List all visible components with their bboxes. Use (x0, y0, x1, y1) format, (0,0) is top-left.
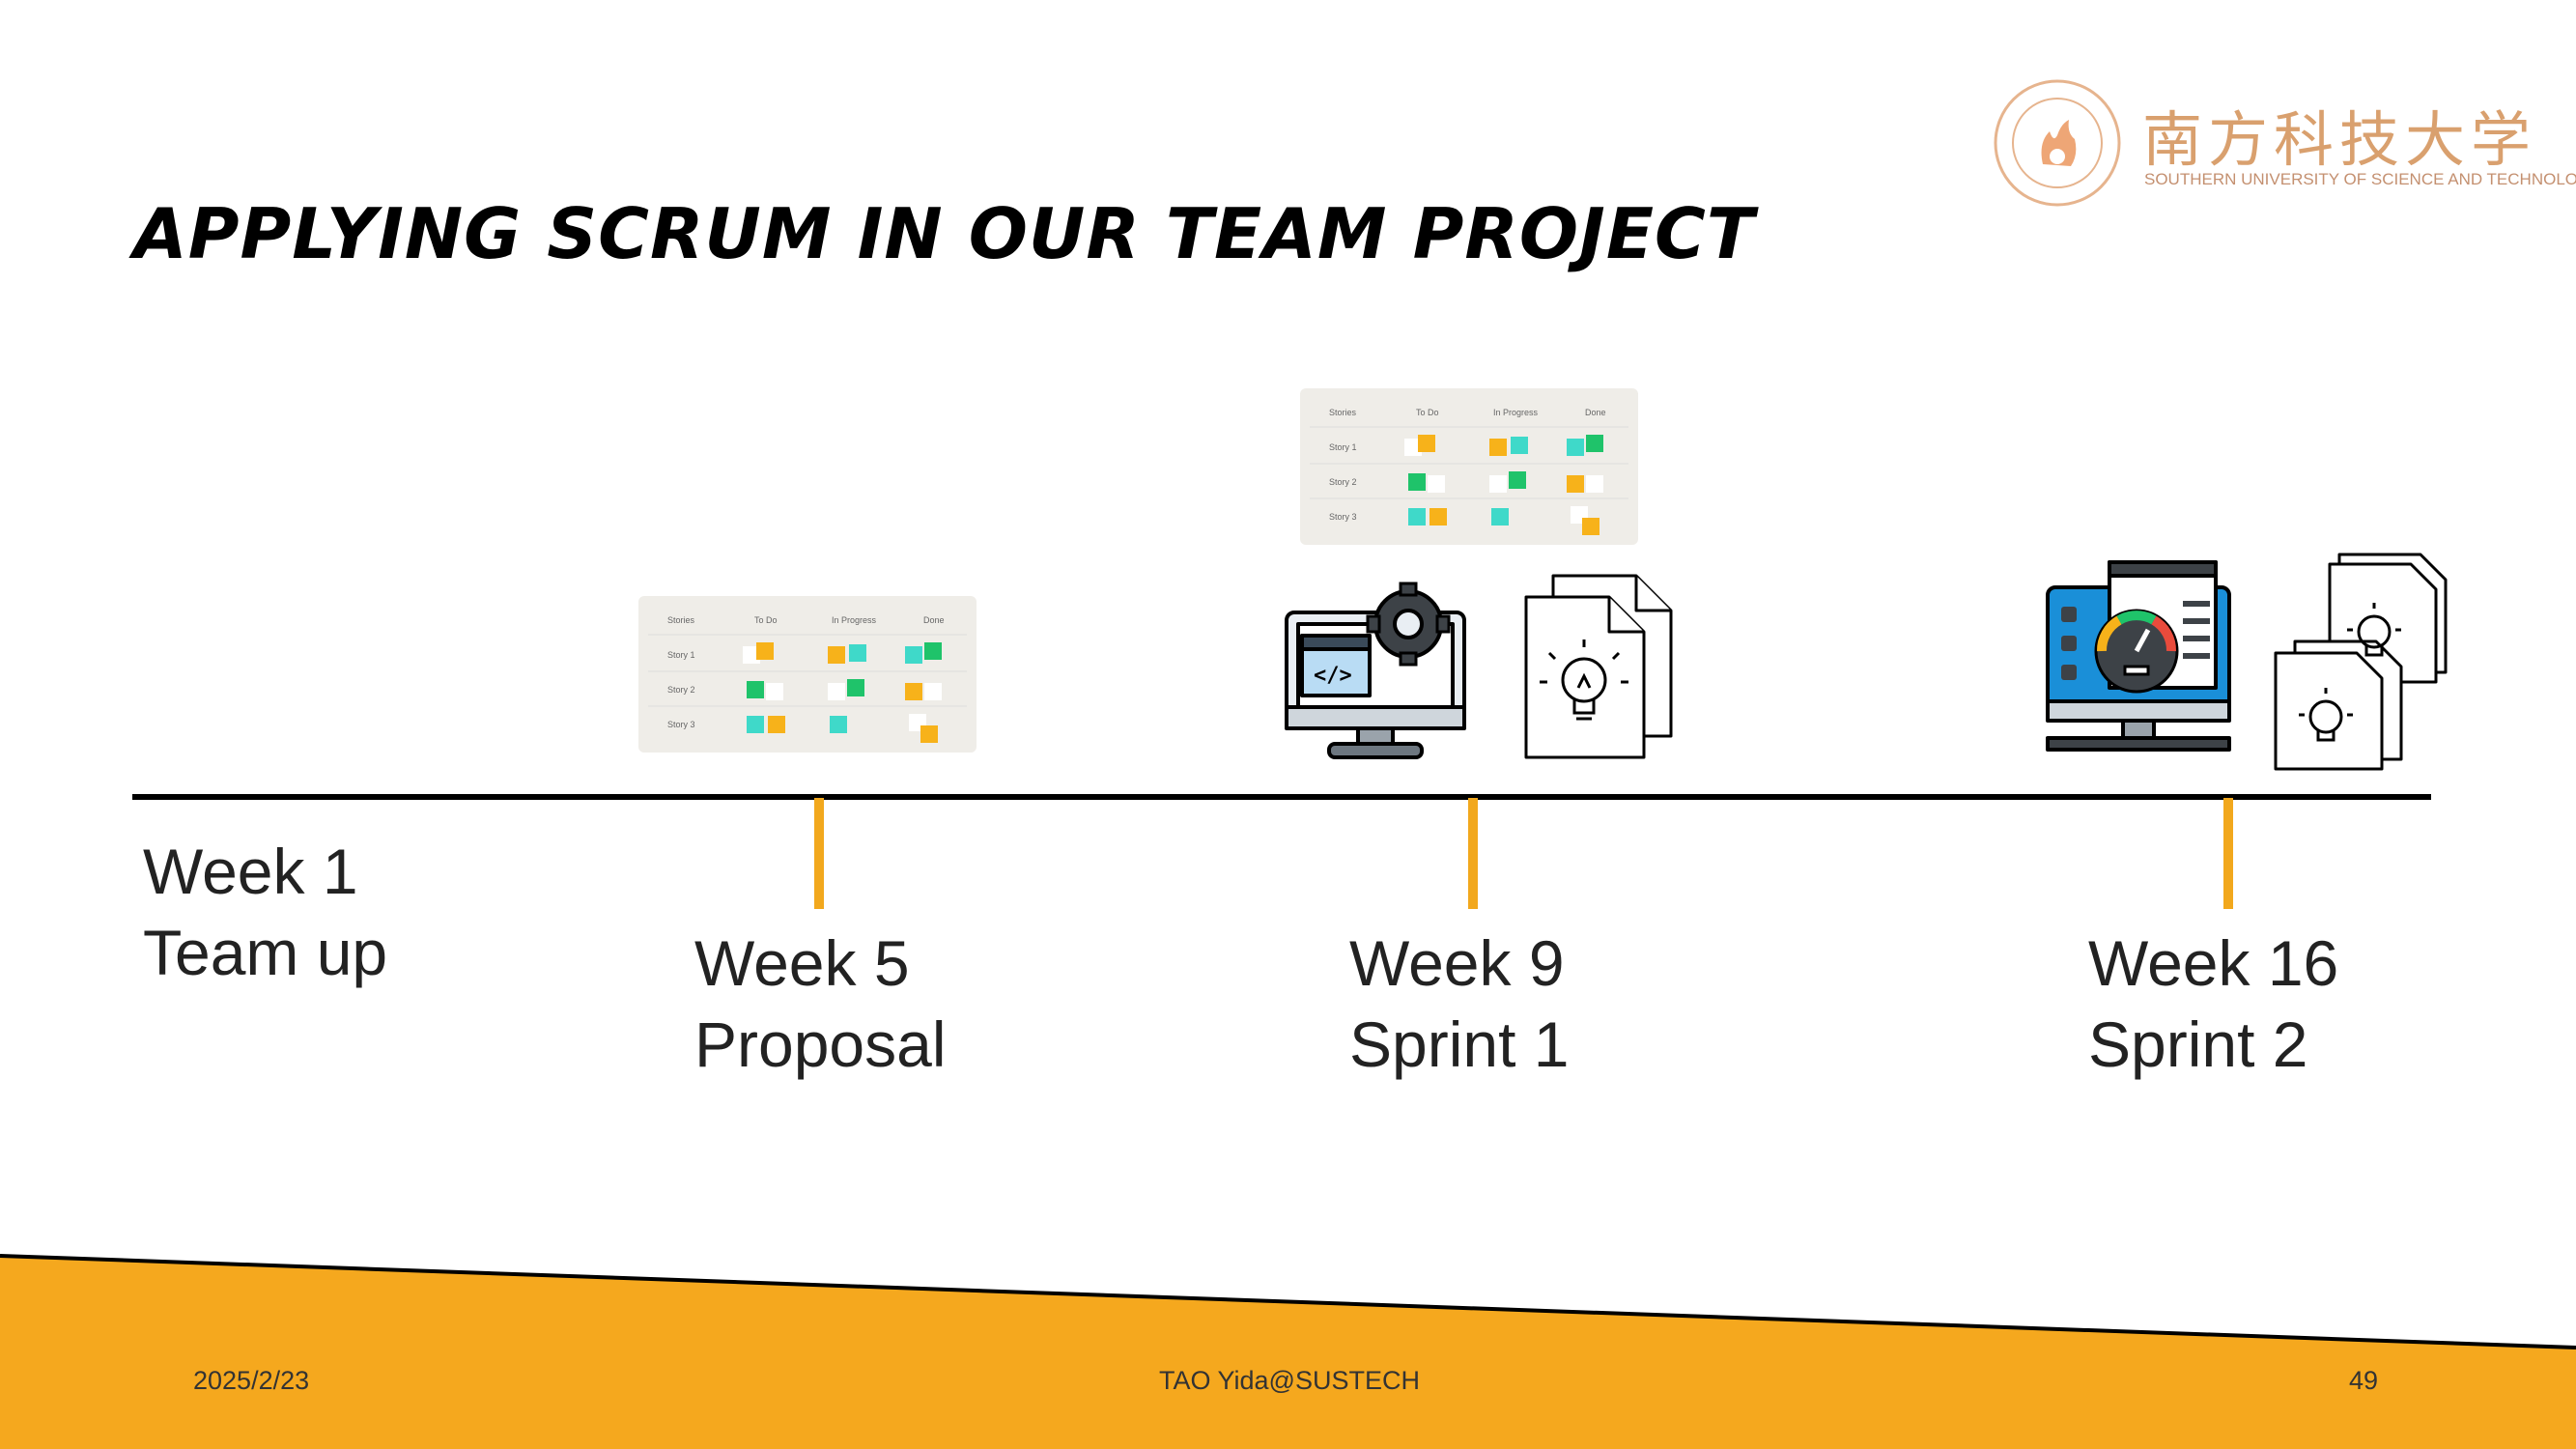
idea-document-icon (1524, 574, 1673, 759)
board-row-story3: Story 3 (1329, 512, 1357, 522)
logo-chinese-name: 南方科技大学 (2142, 104, 2537, 175)
timeline-tick-week9 (1468, 798, 1478, 909)
board-header-inprogress: In Progress (1493, 408, 1539, 417)
scrum-board-week9: Stories To Do In Progress Done Story 1 S… (1300, 388, 1638, 545)
milestone-week: Week 1 (143, 836, 358, 907)
idea-documents-stack-icon (2274, 553, 2448, 771)
milestone-label: Sprint 1 (1349, 1009, 1570, 1080)
board-header-stories: Stories (1329, 408, 1357, 417)
board-header-done: Done (923, 615, 945, 625)
milestone-week5: Week 5 Proposal (694, 923, 947, 1085)
milestone-label: Sprint 2 (2088, 1009, 2308, 1080)
footer-page-number: 49 (2349, 1366, 2379, 1395)
milestone-week: Week 9 (1349, 927, 1565, 999)
university-logo: 南方科技大学 SOUTHERN UNIVERSITY OF SCIENCE AN… (1990, 75, 2576, 211)
milestone-week1: Week 1 Team up (143, 831, 387, 993)
footer-date: 2025/2/23 (193, 1366, 310, 1395)
timeline-tick-week5 (814, 798, 824, 909)
milestone-week16: Week 16 Sprint 2 (2088, 923, 2338, 1085)
board-row-story2: Story 2 (667, 685, 695, 695)
university-seal-icon (1994, 79, 2121, 207)
scrum-board-week5: Stories To Do In Progress Done Story 1 S… (638, 596, 977, 753)
dashboard-monitor-icon (2046, 560, 2231, 752)
logo-english-name: SOUTHERN UNIVERSITY OF SCIENCE AND TECHN… (2144, 170, 2576, 188)
milestone-week9: Week 9 Sprint 1 (1349, 923, 1569, 1085)
svg-text:</>: </> (1314, 664, 1352, 688)
footer-band (0, 1254, 2576, 1449)
board-header-todo: To Do (754, 615, 778, 625)
board-row-story3: Story 3 (667, 720, 695, 729)
board-row-story2: Story 2 (1329, 477, 1357, 487)
board-header-inprogress: In Progress (832, 615, 877, 625)
milestone-week: Week 16 (2088, 927, 2339, 999)
timeline-axis (132, 794, 2431, 800)
board-header-todo: To Do (1416, 408, 1439, 417)
board-header-done: Done (1585, 408, 1606, 417)
board-row-story1: Story 1 (667, 650, 695, 660)
milestone-label: Proposal (694, 1009, 947, 1080)
milestone-label: Team up (143, 917, 388, 988)
computer-code-gear-icon: </> (1285, 582, 1466, 759)
board-header-stories: Stories (667, 615, 695, 625)
footer-author: TAO Yida@SUSTECH (1159, 1366, 1420, 1395)
timeline-tick-week16 (2223, 798, 2233, 909)
milestone-week: Week 5 (694, 927, 910, 999)
board-row-story1: Story 1 (1329, 442, 1357, 452)
slide-title: APPLYING SCRUM IN OUR TEAM PROJECT (133, 193, 1755, 274)
